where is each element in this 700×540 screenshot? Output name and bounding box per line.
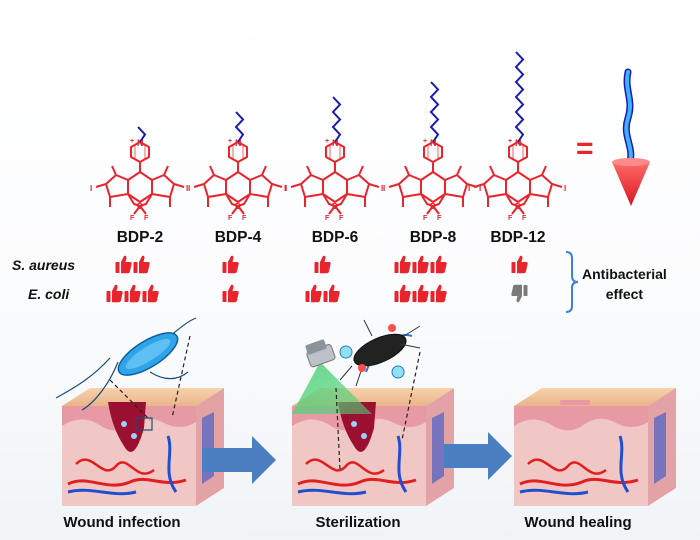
alkyl-chain [429,81,440,143]
rating-thumbs [305,284,340,303]
thumbs-up-icon [106,284,123,303]
atom-label: B [137,202,143,211]
atom-label: F [144,215,149,222]
atom-label: I [186,184,188,193]
atom-label: + [325,138,329,145]
atom-label: F [242,215,247,222]
thumbs-up-icon [511,255,528,274]
atom-label: F [228,215,233,222]
thumbs-up-icon [394,284,411,303]
atom-label: + [130,138,134,145]
atom-label: B [515,202,521,211]
stage-wound-infection: Wound infection [63,514,181,531]
rating-thumbs [314,255,331,274]
atom-label: + [228,138,232,145]
alkyl-chain [514,51,525,143]
skin-infected [62,388,224,506]
compound-label: BDP-12 [490,229,546,246]
bacteria-icon [335,319,421,471]
e-coli-label: E. coli [28,286,70,302]
thumbs-up-icon [115,255,132,274]
arrow-right-icon [202,436,276,484]
arrow-right-icon [444,432,512,480]
atom-label: I [564,184,566,193]
thumbs-up-icon [133,255,150,274]
atom-label: N [137,138,144,148]
atom-label: I [381,184,383,193]
s-aureus-label: S. aureus [12,257,76,273]
legend-bracket [565,251,579,313]
thumbs-up-icon [222,284,239,303]
thumbs-up-icon [222,255,239,274]
bdp-molecule: N+ BF F I I [90,126,188,222]
thumbs-up-icon [305,284,322,303]
atom-label: F [325,215,330,222]
atom-label: + [423,138,427,145]
thumbs-up-icon [124,284,141,303]
atom-label: I [284,184,286,193]
bdp-molecule: N+ BF F I I [285,96,383,222]
alkyl-chain [331,96,342,143]
atom-label: N [515,138,522,148]
rating-thumbs [394,284,447,303]
atom-label: B [332,202,338,211]
atom-label: I [383,184,385,193]
effect-line-1: Antibacterial [582,266,667,282]
atom-label: B [235,202,241,211]
effect-line-2: effect [605,286,644,302]
atom-label: I [468,184,470,193]
thumbs-up-icon [412,284,429,303]
atom-label: I [188,184,190,193]
thumbs-up-icon [142,284,159,303]
atom-label: I [285,184,287,193]
rating-thumbs [222,284,239,303]
cone-icon [612,68,650,206]
atom-label: F [522,215,527,222]
thumbs-up-icon [394,255,411,274]
rating-thumbs [106,284,159,303]
thumbs-down-icon [511,284,528,303]
light-source-icon [292,339,372,414]
atom-label: F [130,215,135,222]
atom-label: N [430,138,437,148]
antibacterial-effect-label: Antibacterial effect [582,264,667,304]
thumbs-up-icon [323,284,340,303]
rating-thumbs [222,255,239,274]
bacteria-icon [55,317,197,431]
rating-thumbs [511,255,528,274]
atom-label: + [508,138,512,145]
atom-label: N [332,138,339,148]
stage-sterilization: Sterilization [315,514,401,531]
bdp-molecule: N+ BF F I I [188,111,286,222]
atom-label: F [508,215,513,222]
compound-label: BDP-2 [116,229,164,246]
alkyl-chain [234,111,245,143]
atom-label: F [423,215,428,222]
atom-label: I [479,184,481,193]
rating-thumbs [511,284,528,303]
atom-label: N [235,138,242,148]
thumbs-up-icon [430,284,447,303]
compound-label: BDP-4 [214,229,262,246]
thumbs-up-icon [412,255,429,274]
atom-label: F [437,215,442,222]
thumbs-up-icon [430,255,447,274]
atom-label: B [430,202,436,211]
alkyl-chain [137,126,147,143]
stage-wound-healing: Wound healing [524,514,632,531]
compound-label: BDP-6 [311,229,359,246]
thumbs-up-icon [314,255,331,274]
compound-label: BDP-8 [409,229,457,246]
skin-healed [514,388,676,506]
atom-label: F [339,215,344,222]
equals-sign: = [576,132,594,165]
rating-thumbs [394,255,447,274]
rating-thumbs [115,255,150,274]
atom-label: I [90,184,92,193]
